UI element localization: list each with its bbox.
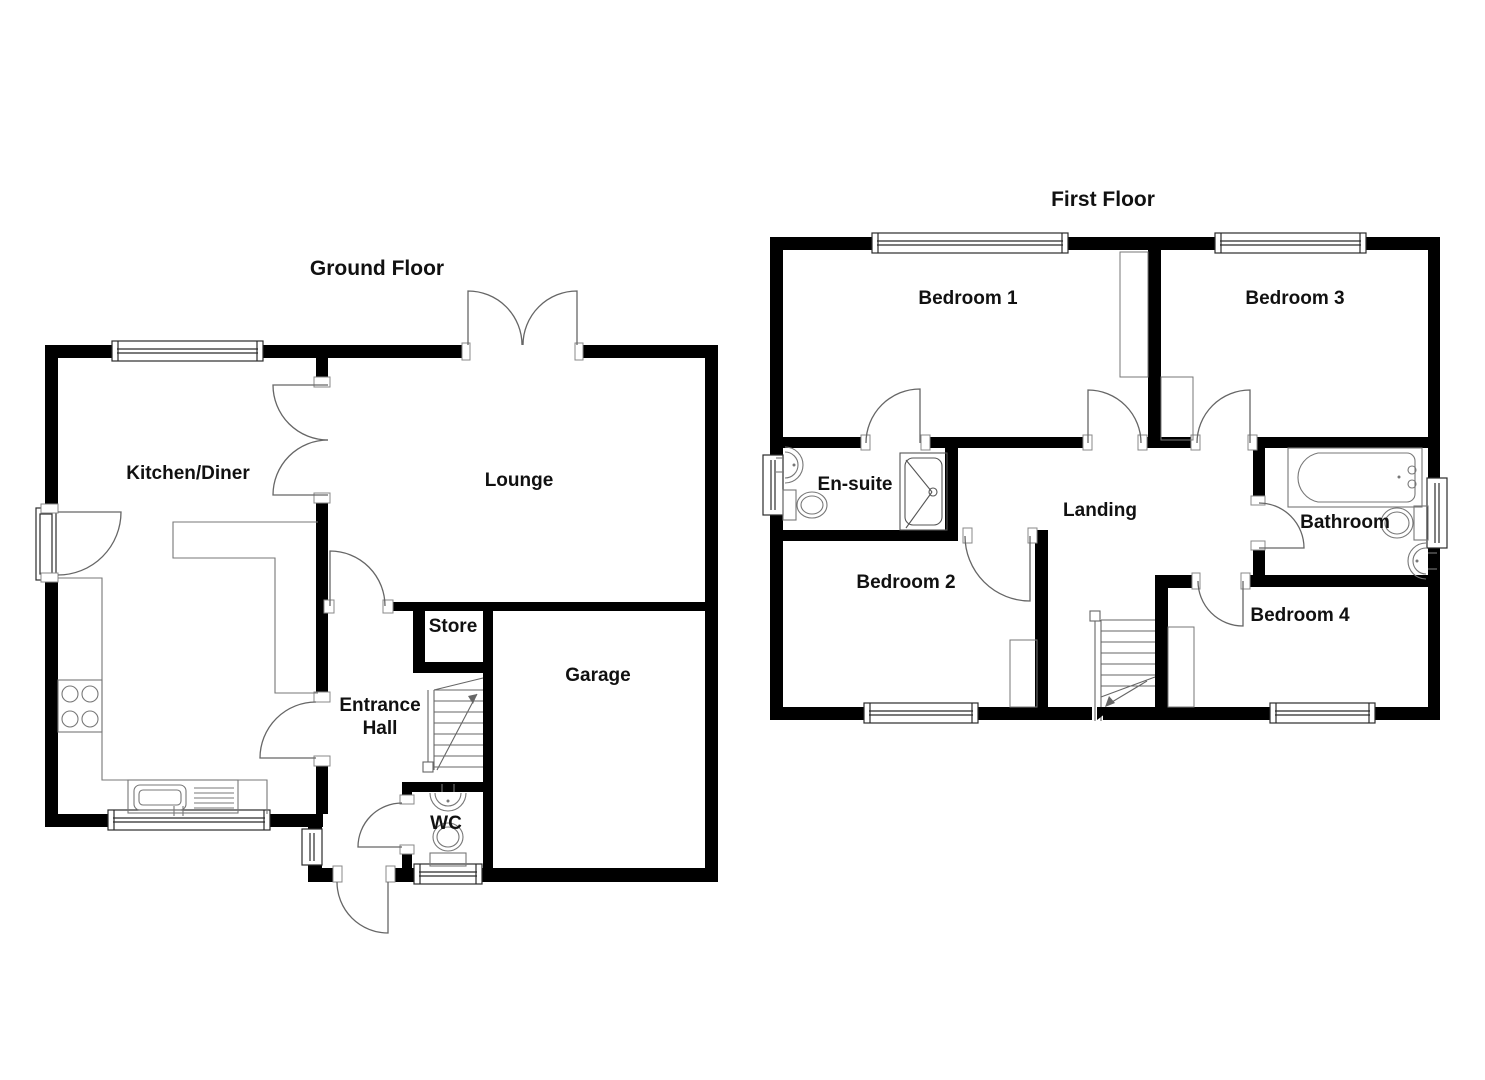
first-doors	[865, 388, 1305, 627]
hall-side-window-icon	[301, 828, 323, 866]
lounge-hall-door-icon	[329, 550, 386, 607]
kitchen-lounge-double-door-bottom-icon	[272, 439, 329, 496]
bedroom2-wardrobe-icon	[1009, 639, 1038, 708]
kitchen-top-window-icon	[111, 340, 264, 362]
room-label-bedroom3: Bedroom 3	[1245, 288, 1344, 309]
room-label-bathroom: Bathroom	[1300, 512, 1390, 533]
bathroom-window-icon	[1426, 477, 1448, 549]
room-label-bedroom2: Bedroom 2	[856, 572, 955, 593]
bedroom4-window-icon	[1269, 702, 1376, 724]
wc-window-icon	[413, 863, 483, 885]
ensuite-door-icon	[865, 388, 921, 444]
first-walls	[770, 237, 1440, 720]
ground-stairs-icon	[422, 677, 484, 773]
ground-walls	[45, 345, 718, 882]
room-label-entrance-hall-line1: Entrance	[339, 695, 420, 716]
lounge-french-door-left-icon	[467, 290, 523, 346]
kitchen-peninsula-icon	[172, 521, 318, 694]
wc-toilet-icon	[429, 822, 467, 867]
room-label-garage: Garage	[565, 665, 630, 686]
bedroom1-door-icon	[1087, 389, 1142, 444]
room-label-store: Store	[429, 616, 478, 637]
ground-windows	[35, 340, 483, 885]
kitchen-bottom-window-icon	[107, 809, 271, 831]
kitchen-hall-door-icon	[259, 701, 317, 759]
bedroom2-door-icon	[964, 535, 1031, 602]
ensuite-window-icon	[762, 454, 784, 516]
first-builtins	[1009, 251, 1195, 708]
bedroom4-door-icon	[1197, 580, 1244, 627]
chimney-breast-bedroom1-icon	[1119, 251, 1149, 378]
wc-door-icon	[357, 802, 403, 848]
chimney-breast-bedroom3-icon	[1160, 376, 1194, 441]
first-labels: First Floor Bedroom 1 Bedroom 3 En-suite…	[818, 188, 1390, 626]
bedroom1-window-icon	[871, 232, 1069, 254]
first-floor-title: First Floor	[1051, 188, 1155, 211]
front-door-icon	[336, 881, 389, 934]
bath-icon	[1287, 447, 1423, 508]
kitchen-sink-icon	[127, 779, 239, 816]
bedroom4-wardrobe-icon	[1167, 626, 1195, 708]
room-label-bedroom4: Bedroom 4	[1250, 605, 1350, 626]
bathroom-door-icon	[1258, 502, 1305, 549]
kitchen-fixtures	[57, 521, 318, 816]
room-label-kitchen-diner: Kitchen/Diner	[126, 463, 250, 484]
room-label-wc: WC	[430, 813, 462, 834]
first-windows	[762, 232, 1448, 724]
room-label-landing: Landing	[1063, 500, 1137, 521]
wc-basin-icon	[429, 784, 467, 812]
bathroom-basin-icon	[1407, 542, 1437, 580]
shower-icon	[899, 452, 948, 531]
bedroom3-door-icon	[1196, 389, 1251, 444]
bathroom-toilet-icon	[1380, 505, 1429, 541]
ground-labels: Ground Floor Kitchen/Diner Lounge Store …	[126, 257, 631, 834]
first-floor-plan: First Floor Bedroom 1 Bedroom 3 En-suite…	[762, 188, 1448, 724]
kitchen-counter-icon	[58, 577, 268, 814]
room-label-lounge: Lounge	[485, 470, 554, 491]
bathroom-fixtures	[1287, 447, 1437, 580]
ground-floor-plan: Ground Floor Kitchen/Diner Lounge Store …	[35, 257, 718, 934]
ensuite-fixtures	[776, 446, 948, 531]
back-door-frame-icon	[35, 507, 57, 581]
ensuite-toilet-icon	[782, 489, 828, 521]
lounge-french-door-right-icon	[522, 290, 578, 346]
first-stairs-icon	[1089, 610, 1156, 721]
bedroom2-window-icon	[863, 702, 979, 724]
back-door-icon	[57, 511, 122, 576]
ensuite-basin-icon	[776, 446, 804, 484]
wc-fixtures	[429, 784, 467, 867]
ground-floor-title: Ground Floor	[310, 257, 444, 280]
kitchen-lounge-double-door-top-icon	[272, 384, 329, 441]
room-label-bedroom1: Bedroom 1	[918, 288, 1018, 309]
room-label-entrance-hall-line2: Hall	[363, 718, 398, 739]
room-label-ensuite: En-suite	[818, 474, 893, 495]
ground-door-sills	[40, 342, 584, 883]
ground-doors	[57, 290, 578, 934]
hob-icon	[57, 679, 103, 733]
bedroom3-window-icon	[1214, 232, 1367, 254]
